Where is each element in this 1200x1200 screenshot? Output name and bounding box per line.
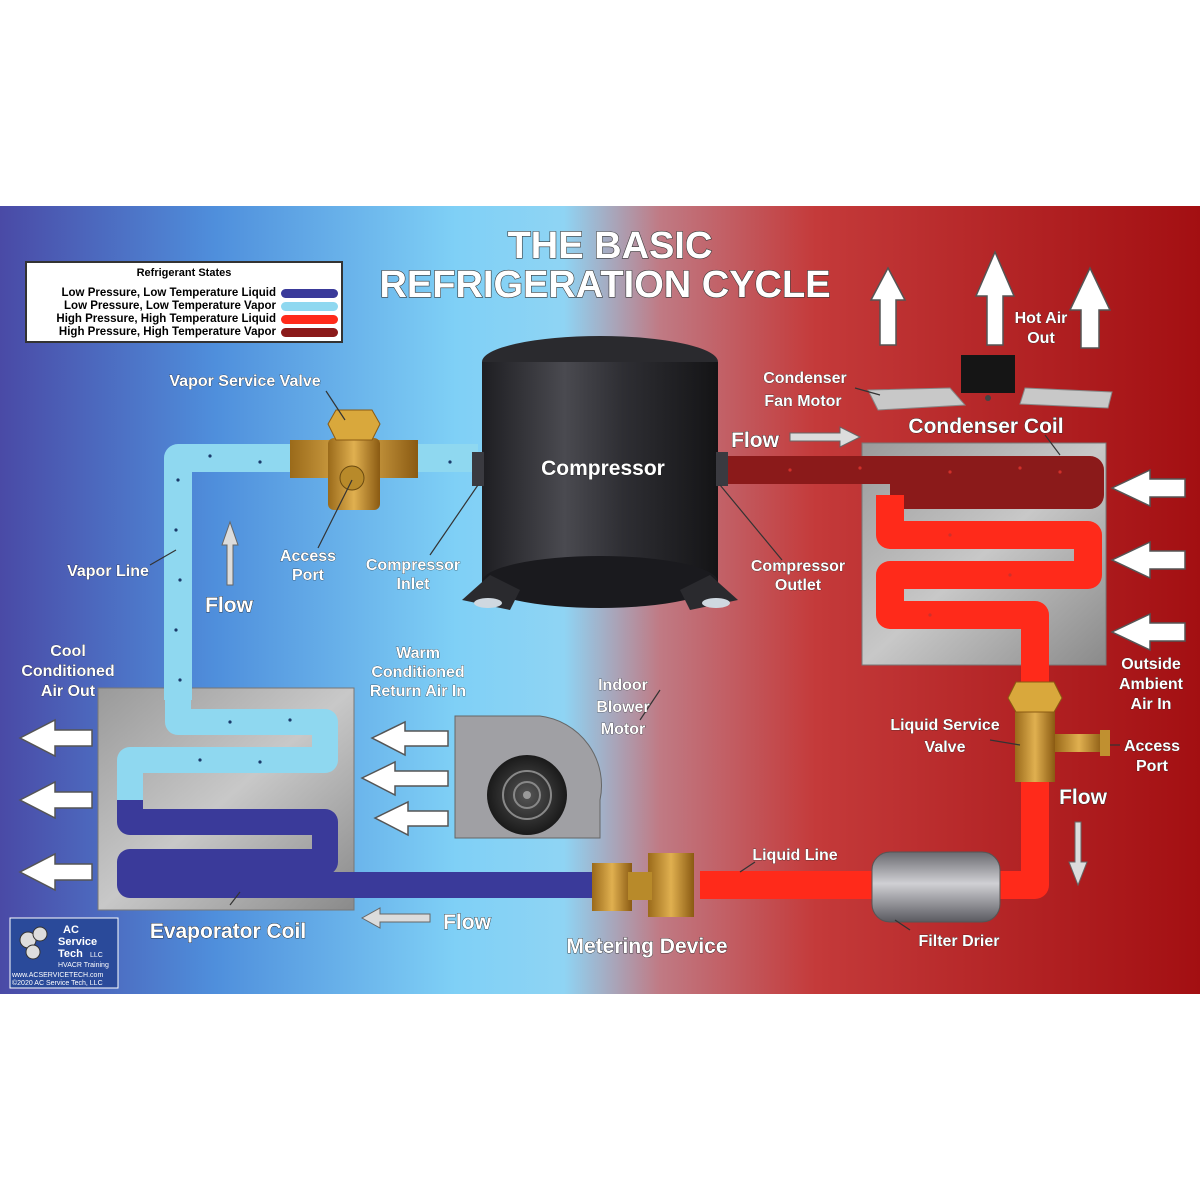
title-line-2: REFRIGERATION CYCLE bbox=[379, 264, 830, 306]
legend-title: Refrigerant States bbox=[137, 267, 232, 279]
outside-ambient-label: Air In bbox=[1131, 696, 1172, 713]
liquid-line-label: Liquid Line bbox=[752, 847, 837, 864]
evaporator-coil-vapor bbox=[117, 700, 338, 800]
compressor-inlet-label: Compressor bbox=[366, 557, 460, 574]
legend-swatch bbox=[281, 328, 338, 337]
logo-line-2: Service bbox=[58, 936, 97, 948]
flow-up-label: Flow bbox=[205, 594, 253, 617]
access-port-right-label: Access bbox=[1124, 738, 1180, 755]
leader-lines bbox=[149, 387, 1120, 931]
liquid-service-valve bbox=[1007, 681, 1110, 782]
compressor-outlet-label: Outlet bbox=[775, 577, 822, 594]
hot-air-out-label: Hot Air bbox=[1015, 310, 1068, 327]
liquid-service-valve-label: Liquid Service bbox=[890, 717, 999, 734]
metering-device bbox=[592, 853, 694, 917]
cool-air-out-label: Air Out bbox=[41, 683, 96, 700]
evaporator-coil-liquid bbox=[117, 800, 600, 898]
access-port-left-label: Access bbox=[280, 548, 336, 565]
access-port-left-label: Port bbox=[292, 567, 325, 584]
filter-drier bbox=[871, 851, 1001, 923]
compressor-outlet-label: Compressor bbox=[751, 558, 845, 575]
discharge-line-pipe bbox=[720, 456, 1104, 509]
flow-dots-red bbox=[788, 466, 1062, 617]
indoor-blower-label: Motor bbox=[601, 721, 645, 738]
logo: AC Service Tech LLC HVACR Training www.A… bbox=[9, 917, 119, 989]
legend-item-label: Low Pressure, Low Temperature Liquid bbox=[62, 287, 277, 299]
filter-drier-label: Filter Drier bbox=[919, 933, 1000, 950]
legend-swatch bbox=[281, 289, 338, 298]
liquid-service-valve-label: Valve bbox=[925, 739, 966, 756]
warm-return-air-label: Warm bbox=[396, 645, 440, 662]
legend-swatch bbox=[281, 315, 338, 324]
indoor-blower bbox=[454, 715, 603, 839]
logo-url: www.ACSERVICETECH.com bbox=[11, 972, 103, 979]
condenser-fan-motor-label: Fan Motor bbox=[764, 393, 841, 410]
flow-top-label: Flow bbox=[731, 429, 779, 452]
logo-line-3: Tech bbox=[58, 948, 83, 960]
indoor-blower-label: Blower bbox=[596, 699, 649, 716]
condenser-coil-label: Condenser Coil bbox=[908, 415, 1063, 438]
flow-bottom-label: Flow bbox=[443, 911, 491, 934]
flow-right-label: Flow bbox=[1059, 786, 1107, 809]
access-port-right-label: Port bbox=[1136, 758, 1169, 775]
cool-air-out-label: Cool bbox=[50, 643, 86, 660]
hot-air-out-label: Out bbox=[1027, 330, 1055, 347]
legend-item-label: High Pressure, High Temperature Liquid bbox=[56, 313, 276, 325]
flow-arrows bbox=[221, 426, 1088, 929]
compressor-inlet-label: Inlet bbox=[397, 576, 431, 593]
vapor-line-label: Vapor Line bbox=[67, 563, 149, 580]
outside-ambient-label: Ambient bbox=[1119, 676, 1184, 693]
air-arrows bbox=[18, 250, 1186, 892]
warm-return-air-label: Return Air In bbox=[370, 683, 466, 700]
legend-item-label: Low Pressure, Low Temperature Vapor bbox=[64, 300, 276, 312]
logo-line-1: AC bbox=[63, 924, 79, 936]
condenser-fan bbox=[867, 355, 1113, 411]
cool-air-out-label: Conditioned bbox=[21, 663, 114, 680]
condenser-fan-motor-label: Condenser bbox=[763, 370, 847, 387]
outside-ambient-label: Outside bbox=[1121, 656, 1181, 673]
evaporator-coil-label: Evaporator Coil bbox=[150, 920, 306, 943]
compressor-label: Compressor bbox=[541, 457, 665, 480]
logo-tagline: HVACR Training bbox=[58, 962, 109, 969]
indoor-blower-label: Indoor bbox=[598, 677, 648, 694]
logo-llc: LLC bbox=[90, 952, 103, 959]
flow-dots bbox=[174, 454, 452, 764]
logo-copyright: ©2020 AC Service Tech, LLC bbox=[12, 979, 103, 987]
warm-return-air-label: Conditioned bbox=[371, 664, 464, 681]
title-line-1: THE BASIC bbox=[508, 225, 713, 267]
legend-swatch bbox=[281, 302, 338, 311]
compressor: Compressor bbox=[462, 336, 738, 610]
condenser-coil-liquid bbox=[700, 495, 1102, 899]
metering-device-label: Metering Device bbox=[566, 935, 727, 958]
legend: Refrigerant States Low Pressure, Low Tem… bbox=[25, 261, 343, 343]
vapor-service-valve bbox=[290, 409, 418, 510]
vapor-service-valve-label: Vapor Service Valve bbox=[169, 373, 320, 390]
legend-item-label: High Pressure, High Temperature Vapor bbox=[59, 326, 277, 338]
